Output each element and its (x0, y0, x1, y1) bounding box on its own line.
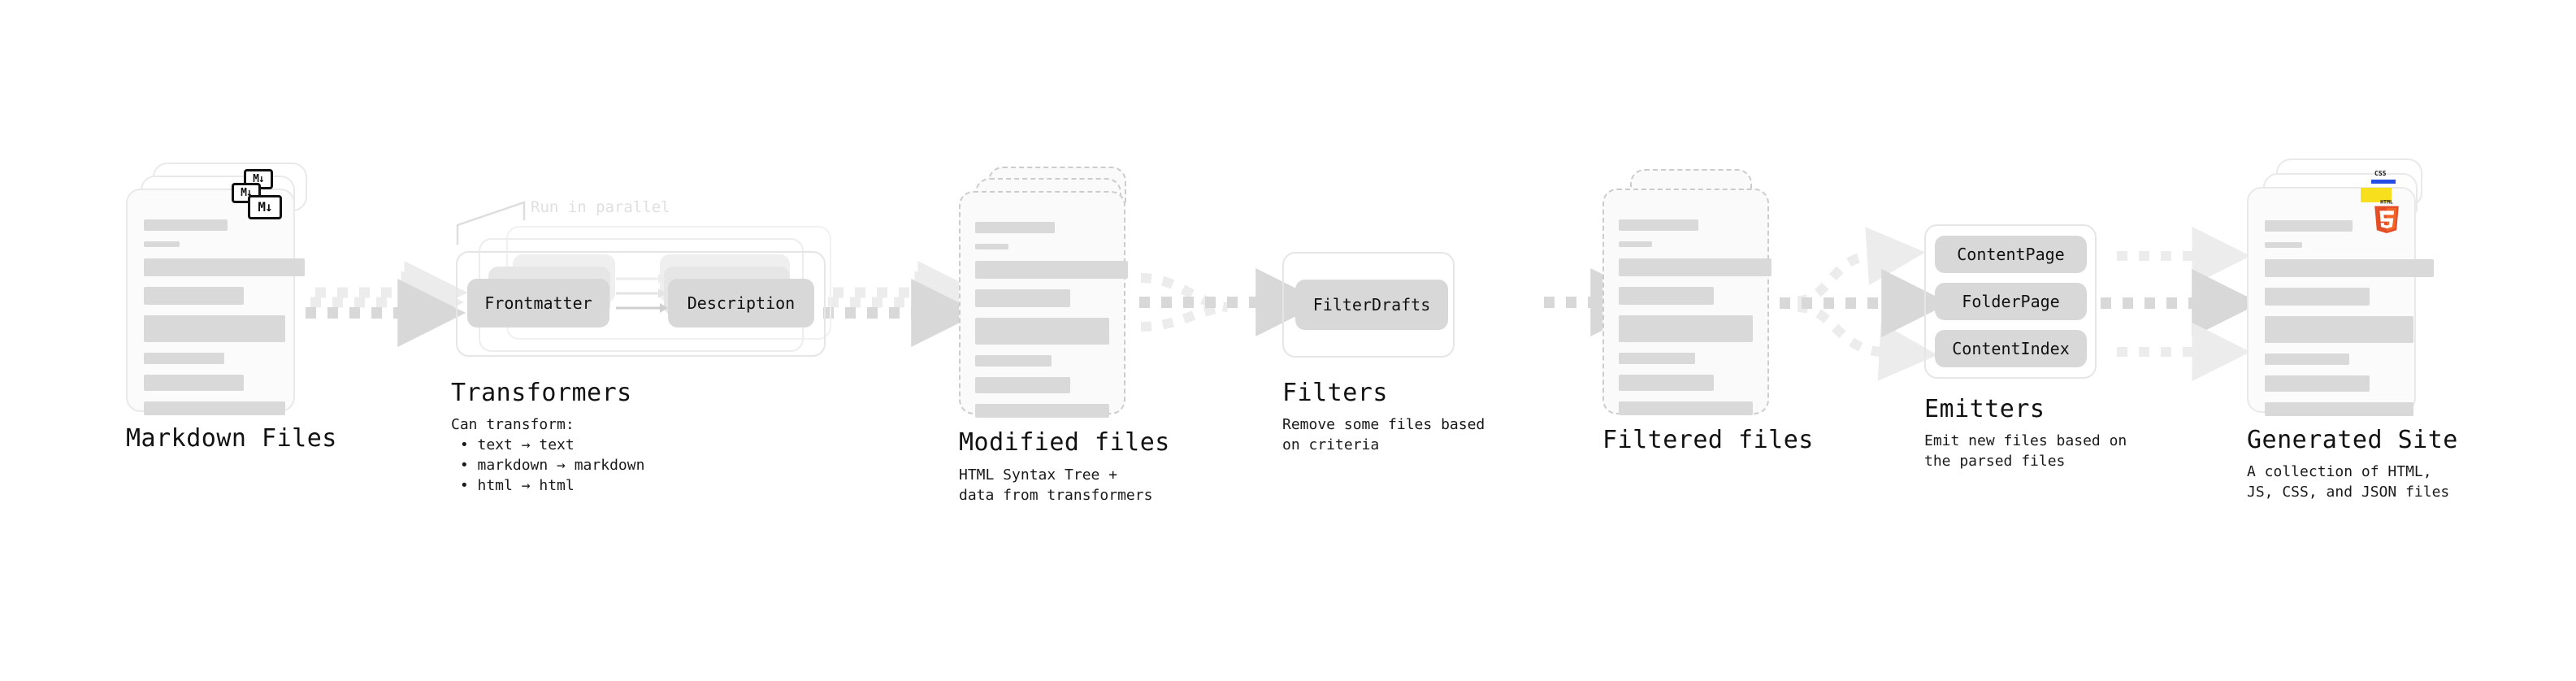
connector-modified-to-filters (1139, 268, 1325, 336)
filtered-files-stack (1602, 169, 1789, 421)
transformer-box-front (456, 251, 826, 357)
stage-title-generated-site: Generated Site (2247, 426, 2458, 454)
stage-title-markdown-files: Markdown Files (126, 424, 337, 453)
stage-title-transformers: Transformers (451, 379, 632, 407)
markdown-icon-front: M↓ (248, 195, 282, 219)
modified-card-content (975, 222, 1128, 428)
connector-emitters-to-generated (2101, 227, 2261, 381)
stage-title-emitters: Emitters (1924, 395, 2045, 423)
emitter-chip-contentindex[interactable]: ContentIndex (1935, 330, 2087, 367)
transformer-chip-description-label: Description (687, 293, 796, 313)
transformer-chip-frontmatter[interactable]: Frontmatter (467, 279, 609, 327)
emitters-box (1924, 224, 2097, 379)
markdown-icon-mid: M↓ (232, 183, 261, 203)
stage-title-modified-files: Modified files (959, 428, 1170, 457)
generated-site-stack: CSS HTML (2247, 158, 2450, 419)
connector-filtered-to-emitters (1780, 227, 1950, 381)
stage-subtitle-emitters: Emit new files based on the parsed files (1924, 432, 2127, 470)
emitter-chip-contentpage-label: ContentPage (1957, 245, 2065, 264)
js-icon (2361, 188, 2392, 202)
filtered-card-content (1619, 219, 1772, 426)
generated-card-content (2265, 220, 2434, 427)
css-icon-label: CSS (2374, 170, 2387, 177)
modified-files-stack (959, 167, 1146, 419)
connector-transformers-to-modified (823, 261, 982, 347)
filters-group: FilterDrafts (1282, 252, 1457, 362)
markdown-files-stack: M↓ M↓ M↓ (126, 163, 321, 415)
transformer-inner-arrows (616, 274, 668, 313)
transformers-group: Run in parallel Frontmatter Des (451, 191, 833, 362)
emitter-chip-contentindex-label: ContentIndex (1952, 339, 2070, 358)
filters-box (1282, 252, 1455, 358)
stage-subtitle-modified-files: HTML Syntax Tree + data from transformer… (959, 466, 1153, 504)
stage-title-filtered-files: Filtered files (1602, 426, 1814, 454)
emitters-group: ContentPage FolderPage ContentIndex (1924, 224, 2099, 383)
transformer-chip-description[interactable]: Description (668, 279, 814, 327)
css-icon (2371, 180, 2396, 184)
filter-chip-filterdrafts-label: FilterDrafts (1312, 295, 1431, 314)
stage-title-filters: Filters (1282, 379, 1388, 407)
markdown-card-content (144, 219, 305, 426)
run-in-parallel-bracket (456, 201, 526, 245)
svg-text:HTML: HTML (2380, 198, 2393, 205)
run-in-parallel-label: Run in parallel (531, 198, 670, 216)
stage-subtitle-transformers: Can transform: • text → text • markdown … (451, 416, 645, 494)
emitter-chip-contentpage[interactable]: ContentPage (1935, 236, 2087, 273)
filter-chip-filterdrafts[interactable]: FilterDrafts (1295, 280, 1448, 330)
html5-icon: HTML (2374, 198, 2399, 233)
emitter-chip-folderpage-label: FolderPage (1962, 292, 2060, 311)
transformer-chip-frontmatter-label: Frontmatter (484, 293, 592, 313)
stage-subtitle-filters: Remove some files based on criteria (1282, 416, 1485, 453)
emitter-chip-folderpage[interactable]: FolderPage (1935, 283, 2087, 320)
stage-subtitle-generated-site: A collection of HTML, JS, CSS, and JSON … (2247, 463, 2450, 501)
